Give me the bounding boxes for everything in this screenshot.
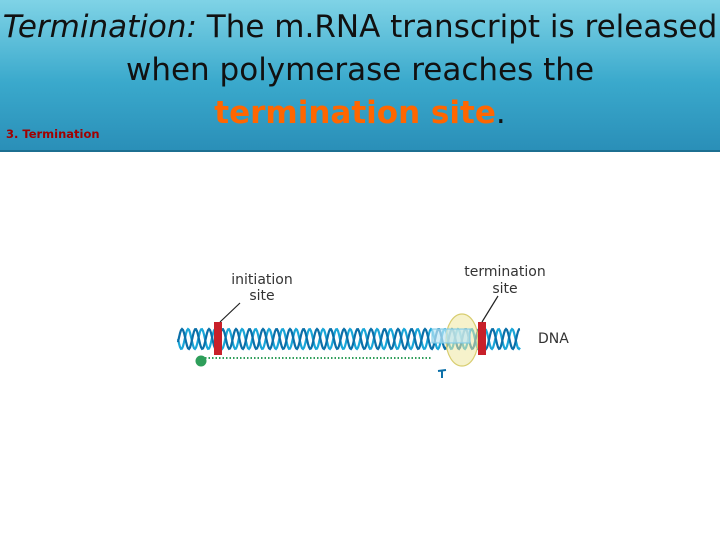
title-highlight: termination site xyxy=(214,95,496,131)
initiation-pointer xyxy=(219,302,241,323)
termination-pointer xyxy=(481,295,499,323)
termination-label-line1: termination xyxy=(464,264,545,280)
title-text: The m.RNA transcript is released when po… xyxy=(125,9,718,88)
title-lead: Termination: xyxy=(2,9,197,45)
step-label: 3. Termination xyxy=(6,127,100,141)
termination-site-marker xyxy=(478,322,486,355)
initiation-label-line1: initiation xyxy=(231,272,292,288)
initiation-label-line2: site xyxy=(249,288,274,304)
rna-cap-5prime xyxy=(195,355,207,367)
title-end: . xyxy=(495,95,506,131)
slide-header: Termination: The m.RNA transcript is rel… xyxy=(0,0,720,152)
dna-label: DNA xyxy=(538,331,569,347)
slide-title: Termination: The m.RNA transcript is rel… xyxy=(0,6,720,135)
transcription-bubble xyxy=(431,328,471,344)
initiation-site-marker xyxy=(214,322,222,355)
termination-label-line2: site xyxy=(492,281,517,297)
terminator-tick xyxy=(437,369,447,378)
